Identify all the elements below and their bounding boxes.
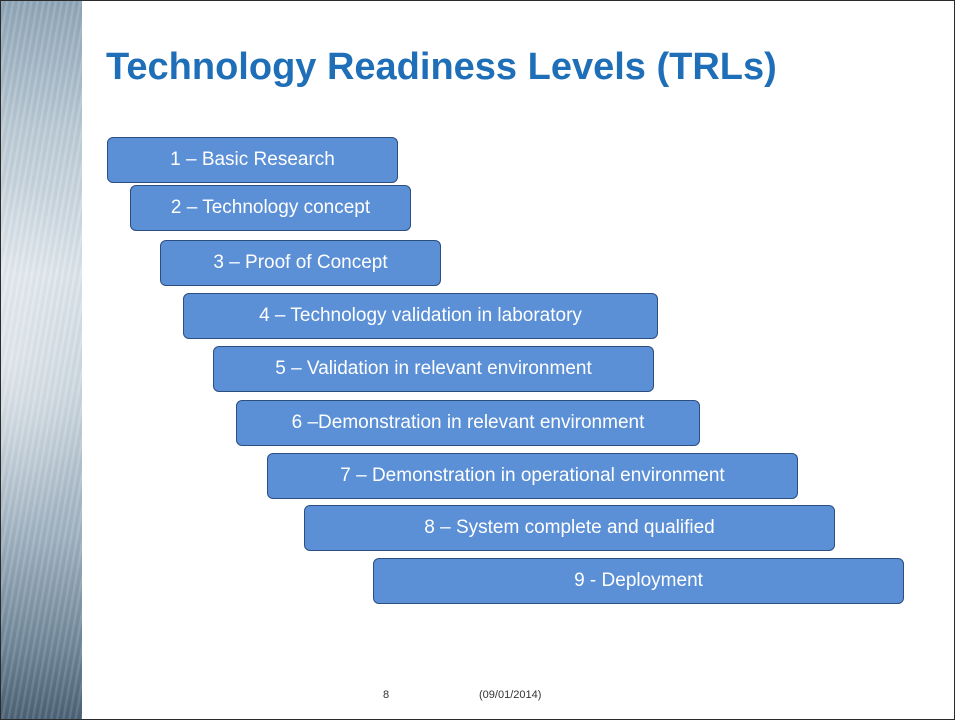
trl-step-5: 5 – Validation in relevant environment	[213, 346, 654, 392]
trl-step-8: 8 – System complete and qualified	[304, 505, 835, 551]
side-decoration-image	[0, 0, 82, 720]
page-number: 8	[383, 689, 390, 701]
trl-step-7: 7 – Demonstration in operational environ…	[267, 453, 798, 499]
footer-date: (09/01/2014)	[479, 689, 542, 701]
trl-step-3: 3 – Proof of Concept	[160, 240, 441, 286]
trl-step-9: 9 - Deployment	[373, 558, 904, 604]
trl-step-2: 2 – Technology concept	[130, 185, 411, 231]
trl-step-6: 6 –Demonstration in relevant environment	[236, 400, 700, 446]
trl-step-1: 1 – Basic Research	[107, 137, 398, 183]
slide-title: Technology Readiness Levels (TRLs)	[106, 46, 777, 88]
trl-step-4: 4 – Technology validation in laboratory	[183, 293, 658, 339]
